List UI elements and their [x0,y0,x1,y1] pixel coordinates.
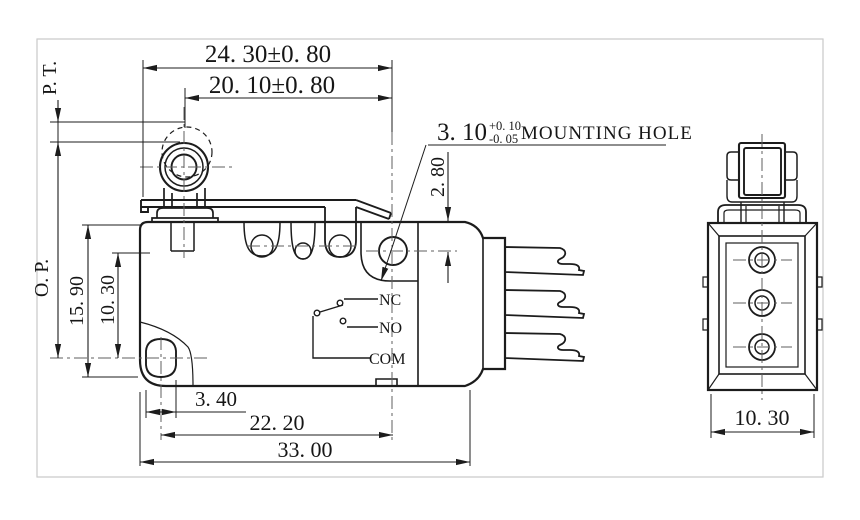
roller-free-position [161,126,213,178]
dimension-labels: 24. 30±0. 80 20. 10±0. 80 3. 10 +0. 10 -… [31,41,790,462]
terminal-blades [504,246,586,362]
terminal-label-nc: NC [379,292,401,309]
mounting-hole-block [360,222,418,282]
side-corner-bevels [707,222,818,391]
terminal-label-no: NO [379,320,402,337]
dim-label-hole-width: 3. 40 [195,387,237,411]
mounting-hole-leader [380,144,427,282]
corner-boss-line [139,321,194,387]
plunger-shaft [170,222,195,252]
dim-label-side-width: 10. 30 [735,405,790,430]
dim-label-roller-center: 20. 10±0. 80 [209,72,335,99]
lever-arm [140,199,392,220]
contact-nc [336,299,344,307]
side-lever-strip [717,204,807,222]
centerline-paths [50,107,792,440]
contact-pivot [313,309,321,317]
label-operating-position: O. P. [31,259,53,297]
dimension-lines [54,64,814,466]
mounting-hole-tol-minus: -0. 05 [489,132,518,146]
dim-label-hole-vertical: 10. 30 [97,275,119,325]
bottom-notch [375,378,398,386]
mounting-hole-size: 3. 10 [437,119,487,146]
circuit-symbol [312,298,378,359]
pocket-hole-2 [294,242,312,260]
sheet-frame [36,38,824,478]
mounting-hole-label: MOUNTING HOLE [521,123,693,144]
extension-lines [50,60,815,466]
label-pre-travel: P. T. [39,61,61,95]
mounting-hole-tol-plus: +0. 10 [489,119,521,133]
dim-label-lever-length: 24. 30±0. 80 [205,41,331,68]
dim-label-hole-spacing: 22. 20 [250,410,305,435]
plunger-cap [151,207,219,222]
side-edge-nubs [702,276,823,331]
dim-label-body-length: 33. 00 [278,437,333,462]
switch-body-outline [138,220,507,388]
mounting-hole-bottom [145,338,177,378]
centerlines [50,107,792,440]
dim-label-hole-offset: 2. 80 [427,157,449,197]
extension-line-paths [50,60,815,466]
dimensions: 24. 30±0. 80 20. 10±0. 80 3. 10 +0. 10 -… [31,41,815,466]
circuit-lines [312,298,378,359]
dim-label-body-height: 15. 90 [66,276,88,326]
terminal-label-com: COM [369,351,405,368]
contact-no [339,317,347,325]
roller-yoke [163,188,206,206]
side-roller-tabs [726,151,798,181]
body-internal-lines [417,222,484,386]
